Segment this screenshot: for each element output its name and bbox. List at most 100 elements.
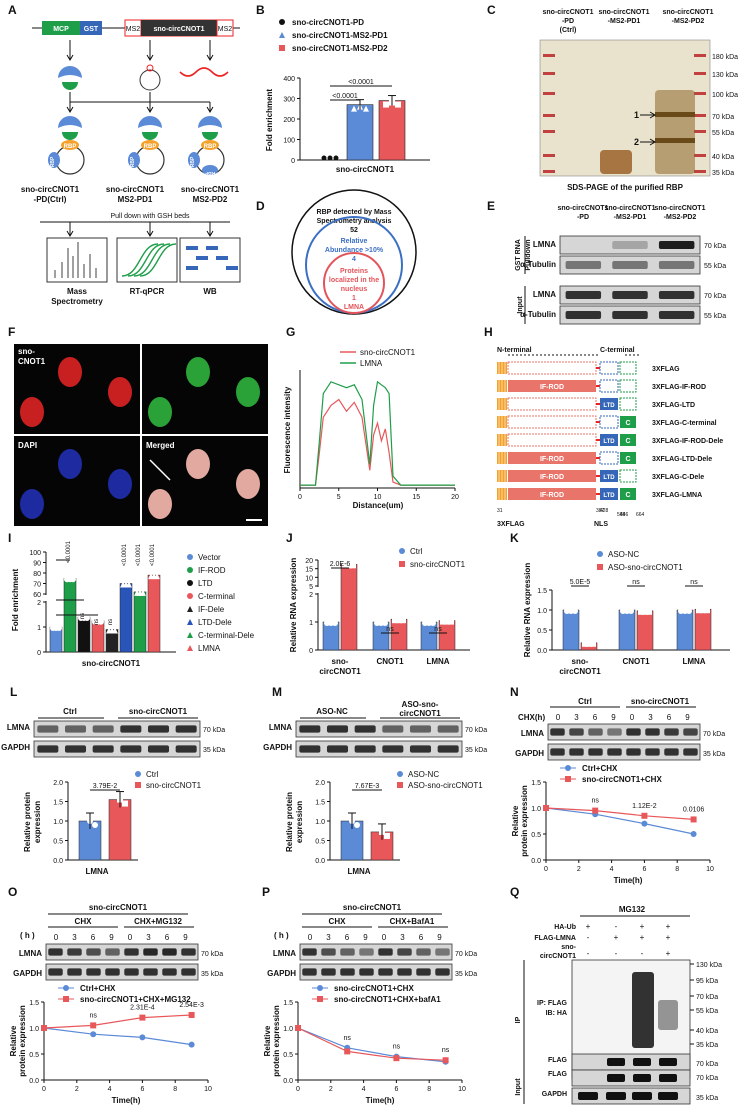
time-label: 6	[91, 933, 96, 942]
blot-band	[86, 948, 101, 956]
y-tick-label: 1.5	[53, 800, 63, 807]
label: sno-circCNOT1	[106, 185, 165, 194]
panel-letter: P	[262, 885, 270, 899]
sign-label: +	[640, 933, 645, 942]
time-label: 3	[72, 933, 77, 942]
y-tick-label: 1.0	[53, 819, 63, 826]
group-header: MG132	[619, 905, 646, 914]
blot-band	[588, 728, 603, 736]
data-point	[41, 1025, 47, 1031]
time-label: 6	[165, 933, 170, 942]
blot-band	[397, 968, 412, 976]
data-point	[98, 618, 104, 625]
legend-marker	[187, 645, 193, 651]
blot-band	[659, 1058, 677, 1066]
label: Pull down with GSH beds	[111, 213, 190, 220]
shape	[216, 19, 234, 37]
label: 4	[352, 256, 356, 263]
time-label: 9	[437, 933, 442, 942]
legend-label: ASO-NC	[608, 550, 639, 559]
legend-marker	[279, 19, 285, 25]
c-domain	[620, 488, 636, 500]
kda-label: 70 kDa	[703, 731, 725, 738]
y-tick-label: 90	[33, 561, 41, 568]
path	[139, 243, 177, 277]
time-label: 9	[611, 713, 616, 722]
nucleus-merged	[186, 449, 210, 479]
rbp-blob	[201, 140, 219, 150]
data-point	[351, 105, 357, 112]
marker-label: 35 kDa	[712, 170, 734, 177]
x-tick-label: 8	[173, 1086, 177, 1093]
linear-rna-icon	[179, 67, 229, 77]
kda-label: 35 kDa	[696, 1095, 718, 1102]
ms2-loop	[146, 64, 154, 72]
label: Merged	[146, 441, 175, 450]
data-point	[344, 814, 350, 820]
label: sno-circCNOT1	[21, 185, 80, 194]
group-header: sno-circCNOT1	[89, 903, 148, 912]
blot-band	[64, 725, 87, 733]
sign-label: +	[666, 922, 671, 931]
bar	[147, 574, 161, 653]
data-point	[139, 1014, 146, 1021]
y-axis-label: Fluorescence intensity	[283, 386, 292, 473]
legend-label: sno-circCNOT1-MS2-PD1	[292, 31, 388, 40]
time-label: 9	[109, 933, 114, 942]
panel-letter: N	[510, 685, 519, 699]
arrow-head	[146, 106, 154, 113]
blot-band	[299, 725, 321, 733]
shape	[186, 246, 198, 250]
mcp-box	[42, 21, 80, 35]
p-value-label: <0.0001	[332, 93, 358, 100]
data-point	[641, 820, 648, 827]
blot-band	[67, 948, 82, 956]
bar	[694, 608, 712, 651]
blot-row-label: LMNA	[269, 723, 292, 732]
path	[133, 243, 171, 277]
arrow-head	[649, 138, 656, 146]
blot-row-label: GAPDH	[267, 969, 296, 978]
label: RBP	[144, 144, 157, 150]
blot-band	[326, 745, 349, 753]
ltd-placeholder	[599, 379, 619, 393]
blot-band	[645, 748, 660, 756]
data-point	[592, 807, 599, 814]
data-point	[448, 618, 454, 625]
data-point	[154, 573, 160, 580]
legend-marker	[279, 32, 285, 38]
data-point	[188, 1012, 195, 1018]
label: sno-circCNOT1	[599, 9, 650, 16]
series-line	[297, 1027, 446, 1061]
marker-band	[543, 154, 555, 157]
data-point	[92, 822, 98, 828]
time-label: 6	[419, 933, 424, 942]
kda-label: 130 kDa	[696, 962, 722, 969]
data-point	[384, 832, 390, 839]
blot-band	[683, 728, 698, 736]
blot-band	[612, 310, 648, 320]
arrow-head	[66, 106, 74, 113]
blot-band	[124, 968, 139, 976]
c-domain	[620, 434, 636, 446]
ltd-placeholder	[599, 361, 619, 375]
marker-band	[694, 54, 706, 57]
kda-label: 70 kDa	[696, 994, 718, 1001]
label: sno-circCNOT1	[605, 205, 656, 212]
blot-band	[612, 240, 648, 250]
data-point	[346, 562, 352, 569]
label: -MS2-PD2	[672, 18, 705, 25]
time-label: 6	[593, 713, 598, 722]
label: sno-circCNOT1	[558, 205, 609, 212]
c-domain	[620, 452, 636, 464]
path	[66, 230, 74, 237]
x-tick-label: LMNA	[426, 657, 449, 666]
